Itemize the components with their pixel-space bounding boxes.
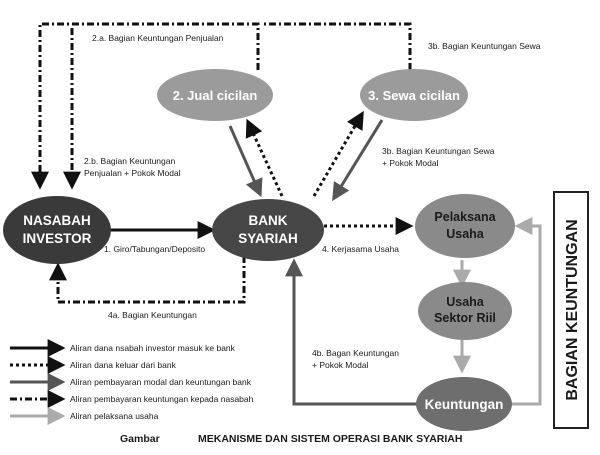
- svg-text:Keuntungan: Keuntungan: [425, 397, 504, 412]
- caption-title: MEKANISME DAN SISTEM OPERASI BANK SYARIA…: [198, 433, 462, 445]
- svg-text:SYARIAH: SYARIAH: [238, 231, 298, 246]
- arrow-bank-to-jual: [245, 118, 284, 197]
- svg-text:NASABAH: NASABAH: [23, 213, 91, 228]
- label-4a: 4a. Bagian Keuntungan: [108, 310, 197, 320]
- caption-prefix: Gambar: [120, 433, 160, 445]
- node-jual-cicilan: 2. Jual cicilan: [157, 69, 273, 121]
- arrow-keuntungan-to-pelaksana: [510, 217, 542, 406]
- svg-text:Usaha: Usaha: [446, 227, 485, 241]
- svg-text:Pelaksana: Pelaksana: [434, 210, 496, 224]
- svg-text:BAGIAN KEUNTUNGAN: BAGIAN KEUNTUNGAN: [564, 219, 581, 400]
- svg-text:3. Sewa cicilan: 3. Sewa cicilan: [368, 88, 460, 103]
- label-2b-line1: 2.b. Bagian Keuntungan: [84, 156, 175, 166]
- arrow-2a-keuntungan-penjualan: [31, 22, 260, 190]
- label-4b-line1: 4b. Bagan Keuntungan: [312, 348, 399, 358]
- label-2b-line2: Penjualan + Pokok Modal: [84, 168, 181, 178]
- arrow-3b-keuntungan-sewa-top: [262, 22, 412, 70]
- arrow-4b-keuntungan-pokok: [285, 258, 418, 406]
- svg-text:INVESTOR: INVESTOR: [23, 231, 92, 246]
- node-keuntungan: Keuntungan: [416, 377, 512, 431]
- arrow-bank-to-sewa: [312, 110, 364, 197]
- arrow-jual-to-bank: [228, 125, 263, 198]
- label-3b-top: 3b. Bagian Keuntungan Sewa: [428, 41, 541, 51]
- legend-text-4: Aliran pembayaran keuntungan kepada nasa…: [70, 394, 254, 404]
- node-bank-syariah: BANK SYARIAH: [212, 199, 324, 261]
- svg-text:Usaha: Usaha: [446, 295, 485, 309]
- label-3b-mid-line1: 3b. Bagian Keuntungan Sewa: [382, 146, 495, 156]
- arrow-4a-bagian-keuntungan: [49, 256, 246, 304]
- svg-text:BANK: BANK: [249, 213, 288, 228]
- label-4: 4. Kerjasama Usaha: [322, 244, 399, 254]
- label-1: 1. Giro/Tabungan/Deposito: [104, 244, 205, 254]
- label-3b-mid-line2: + Pokok Modal: [382, 158, 439, 168]
- node-sewa-cicilan: 3. Sewa cicilan: [360, 69, 468, 121]
- legend-text-1: Aliran dana nsabah investor masuk ke ban…: [70, 343, 236, 353]
- node-usaha-sektor-riil: Usaha Sektor Riil: [418, 282, 512, 340]
- svg-text:2. Jual cicilan: 2. Jual cicilan: [173, 88, 258, 103]
- node-pelaksana-usaha: Pelaksana Usaha: [415, 194, 515, 258]
- legend-text-5: Aliran pelaksana usaha: [70, 411, 159, 421]
- arrow-sewa-to-bank: [332, 119, 384, 202]
- legend-text-3: Aliran pembayaran modal dan keuntungan b…: [70, 377, 252, 387]
- node-nasabah-investor: NASABAH INVESTOR: [3, 196, 111, 264]
- label-2a: 2.a. Bagian Keuntungan Penjualan: [92, 33, 224, 43]
- legend: Aliran dana nsabah investor masuk ke ban…: [10, 339, 254, 425]
- side-box-bagian-keuntungan: BAGIAN KEUNTUNGAN: [553, 191, 589, 429]
- label-4b-line2: + Pokok Modal: [312, 360, 369, 370]
- legend-text-2: Aliran dana keluar dari bank: [70, 360, 177, 370]
- svg-text:Sektor Riil: Sektor Riil: [434, 311, 496, 325]
